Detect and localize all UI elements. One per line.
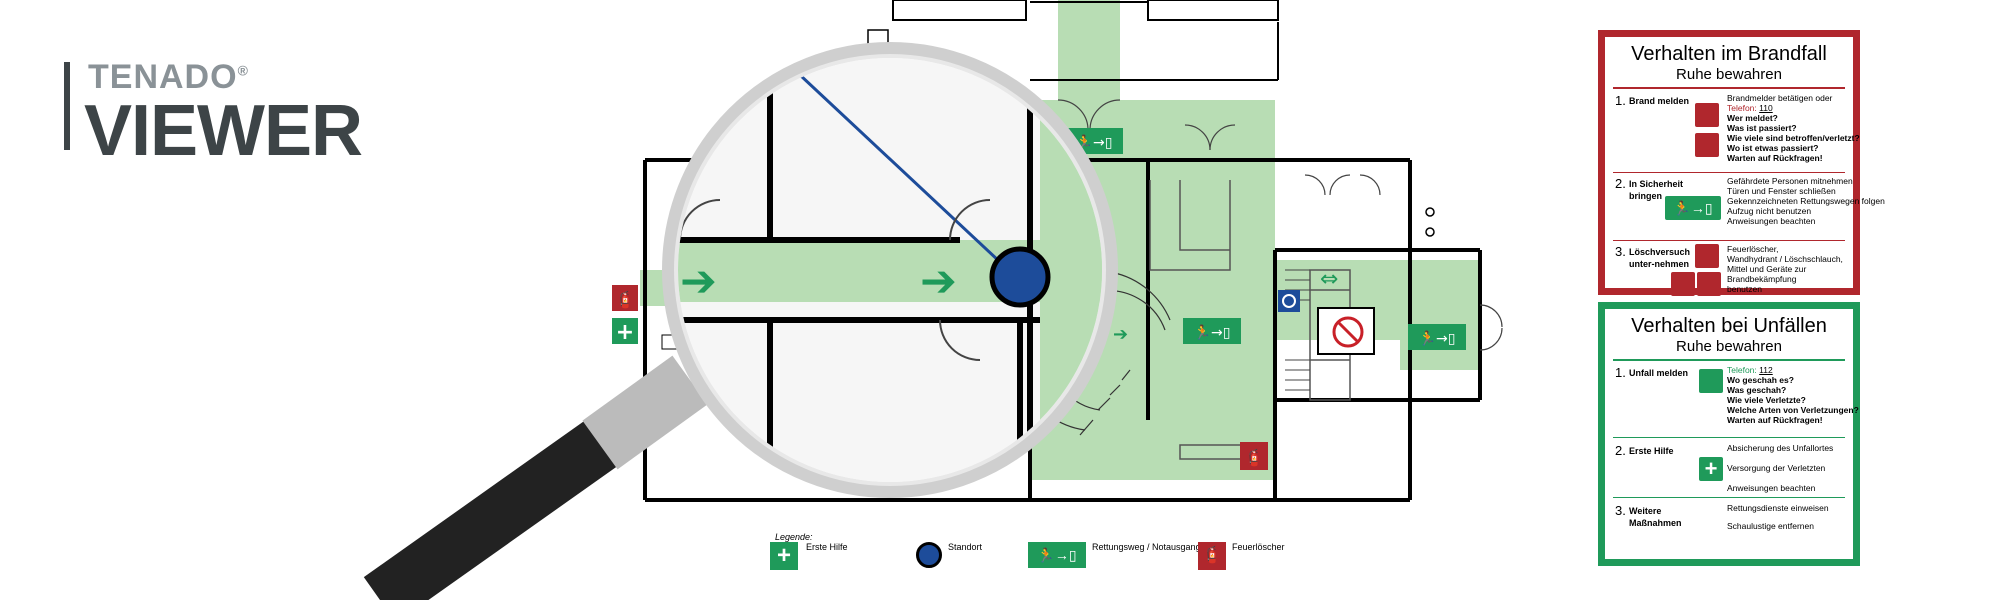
- accident-row-2: 2. Erste Hilfe + Absicherung des Unfallo…: [1615, 443, 1834, 493]
- phone-icon: [1699, 369, 1723, 393]
- extinguisher-icon: [1695, 244, 1719, 268]
- fire-row-2: 2. In Sicherheit bringen 🏃→▯ Gefährdete …: [1615, 176, 1885, 226]
- route-arrow-icon: ➔: [1113, 324, 1128, 345]
- logo-line2: VIEWER: [84, 91, 363, 171]
- extinguisher-icon: [1240, 442, 1268, 470]
- fire-row-3: 3. Löschversuch unter-nehmen Feuerlösche…: [1615, 244, 1843, 296]
- standort-marker[interactable]: [989, 246, 1051, 308]
- first-aid-icon: +: [1699, 457, 1723, 481]
- route-arrow-icon: ⇔: [1320, 267, 1338, 292]
- accident-row-3: 3. Weitere Maßnahmen Rettungsdienste ein…: [1615, 503, 1829, 531]
- svg-text:🏃→▯: 🏃→▯: [1076, 134, 1113, 151]
- logo-line1: TENADO®: [88, 58, 249, 96]
- fire-hose-icon: [1697, 272, 1721, 296]
- phone-icon: [1695, 133, 1719, 157]
- fire-row-1: 1. Brand melden Brandmelder betätigen od…: [1615, 93, 1860, 163]
- fire-instructions-sign: Verhalten im Brandfall Ruhe bewahren 1. …: [1598, 30, 1885, 296]
- svg-text:+: +: [616, 320, 634, 345]
- extinguisher-icon: [612, 285, 638, 311]
- doors: [1057, 99, 1503, 351]
- alarm-icon: [1278, 290, 1300, 312]
- first-aid-icon: +: [770, 542, 798, 570]
- legend-title: Legende:: [775, 532, 813, 542]
- accident-sign-subtitle: Ruhe bewahren: [1676, 338, 1782, 355]
- exit-sign-icon: 🏃→▯: [1028, 542, 1086, 568]
- accident-instructions-sign: Verhalten bei Unfällen Ruhe bewahren 1. …: [1598, 302, 1860, 566]
- svg-text:🧯: 🧯: [615, 290, 635, 309]
- magnifier: ➔ ➔: [363, 42, 1118, 600]
- legend-first-aid: Erste Hilfe: [806, 542, 848, 552]
- exit-sign-icon: 🏃→▯: [1665, 196, 1721, 220]
- fire-hydrant-icon: [1671, 272, 1695, 296]
- svg-text:➔: ➔: [680, 256, 717, 307]
- fire-alarm-icon: [1695, 103, 1719, 127]
- first-aid-icon: [612, 318, 638, 344]
- logo-bar: [64, 62, 70, 150]
- accident-row-1: 1. Unfall melden Telefon: 112 Wo geschah…: [1615, 365, 1859, 425]
- legend-standort: Standort: [948, 542, 983, 552]
- accident-sign-title: Verhalten bei Unfällen: [1631, 315, 1827, 337]
- fire-sign-subtitle: Ruhe bewahren: [1676, 66, 1782, 83]
- svg-text:🏃→▯: 🏃→▯: [1194, 324, 1231, 341]
- column-marker: [1425, 227, 1435, 237]
- svg-text:➔: ➔: [920, 256, 957, 307]
- svg-text:🧯: 🧯: [1244, 448, 1264, 467]
- legend: Legende: + Erste Hilfe Standort 🏃→▯ Rett…: [770, 532, 1290, 572]
- legend-escape-route: Rettungsweg / Notausgang: [1092, 542, 1201, 552]
- fire-sign-title: Verhalten im Brandfall: [1631, 43, 1827, 65]
- extinguisher-icon: 🧯: [1198, 542, 1226, 570]
- column-marker: [1425, 207, 1435, 217]
- legend-extinguisher: Feuerlöscher: [1232, 542, 1285, 552]
- exit-signs-plan: 🏃→▯ 🏃→▯ 🏃→▯: [1065, 128, 1466, 350]
- top-structures: [892, 0, 1279, 81]
- standort-icon: [916, 542, 942, 568]
- svg-text:🏃→▯: 🏃→▯: [1419, 330, 1456, 347]
